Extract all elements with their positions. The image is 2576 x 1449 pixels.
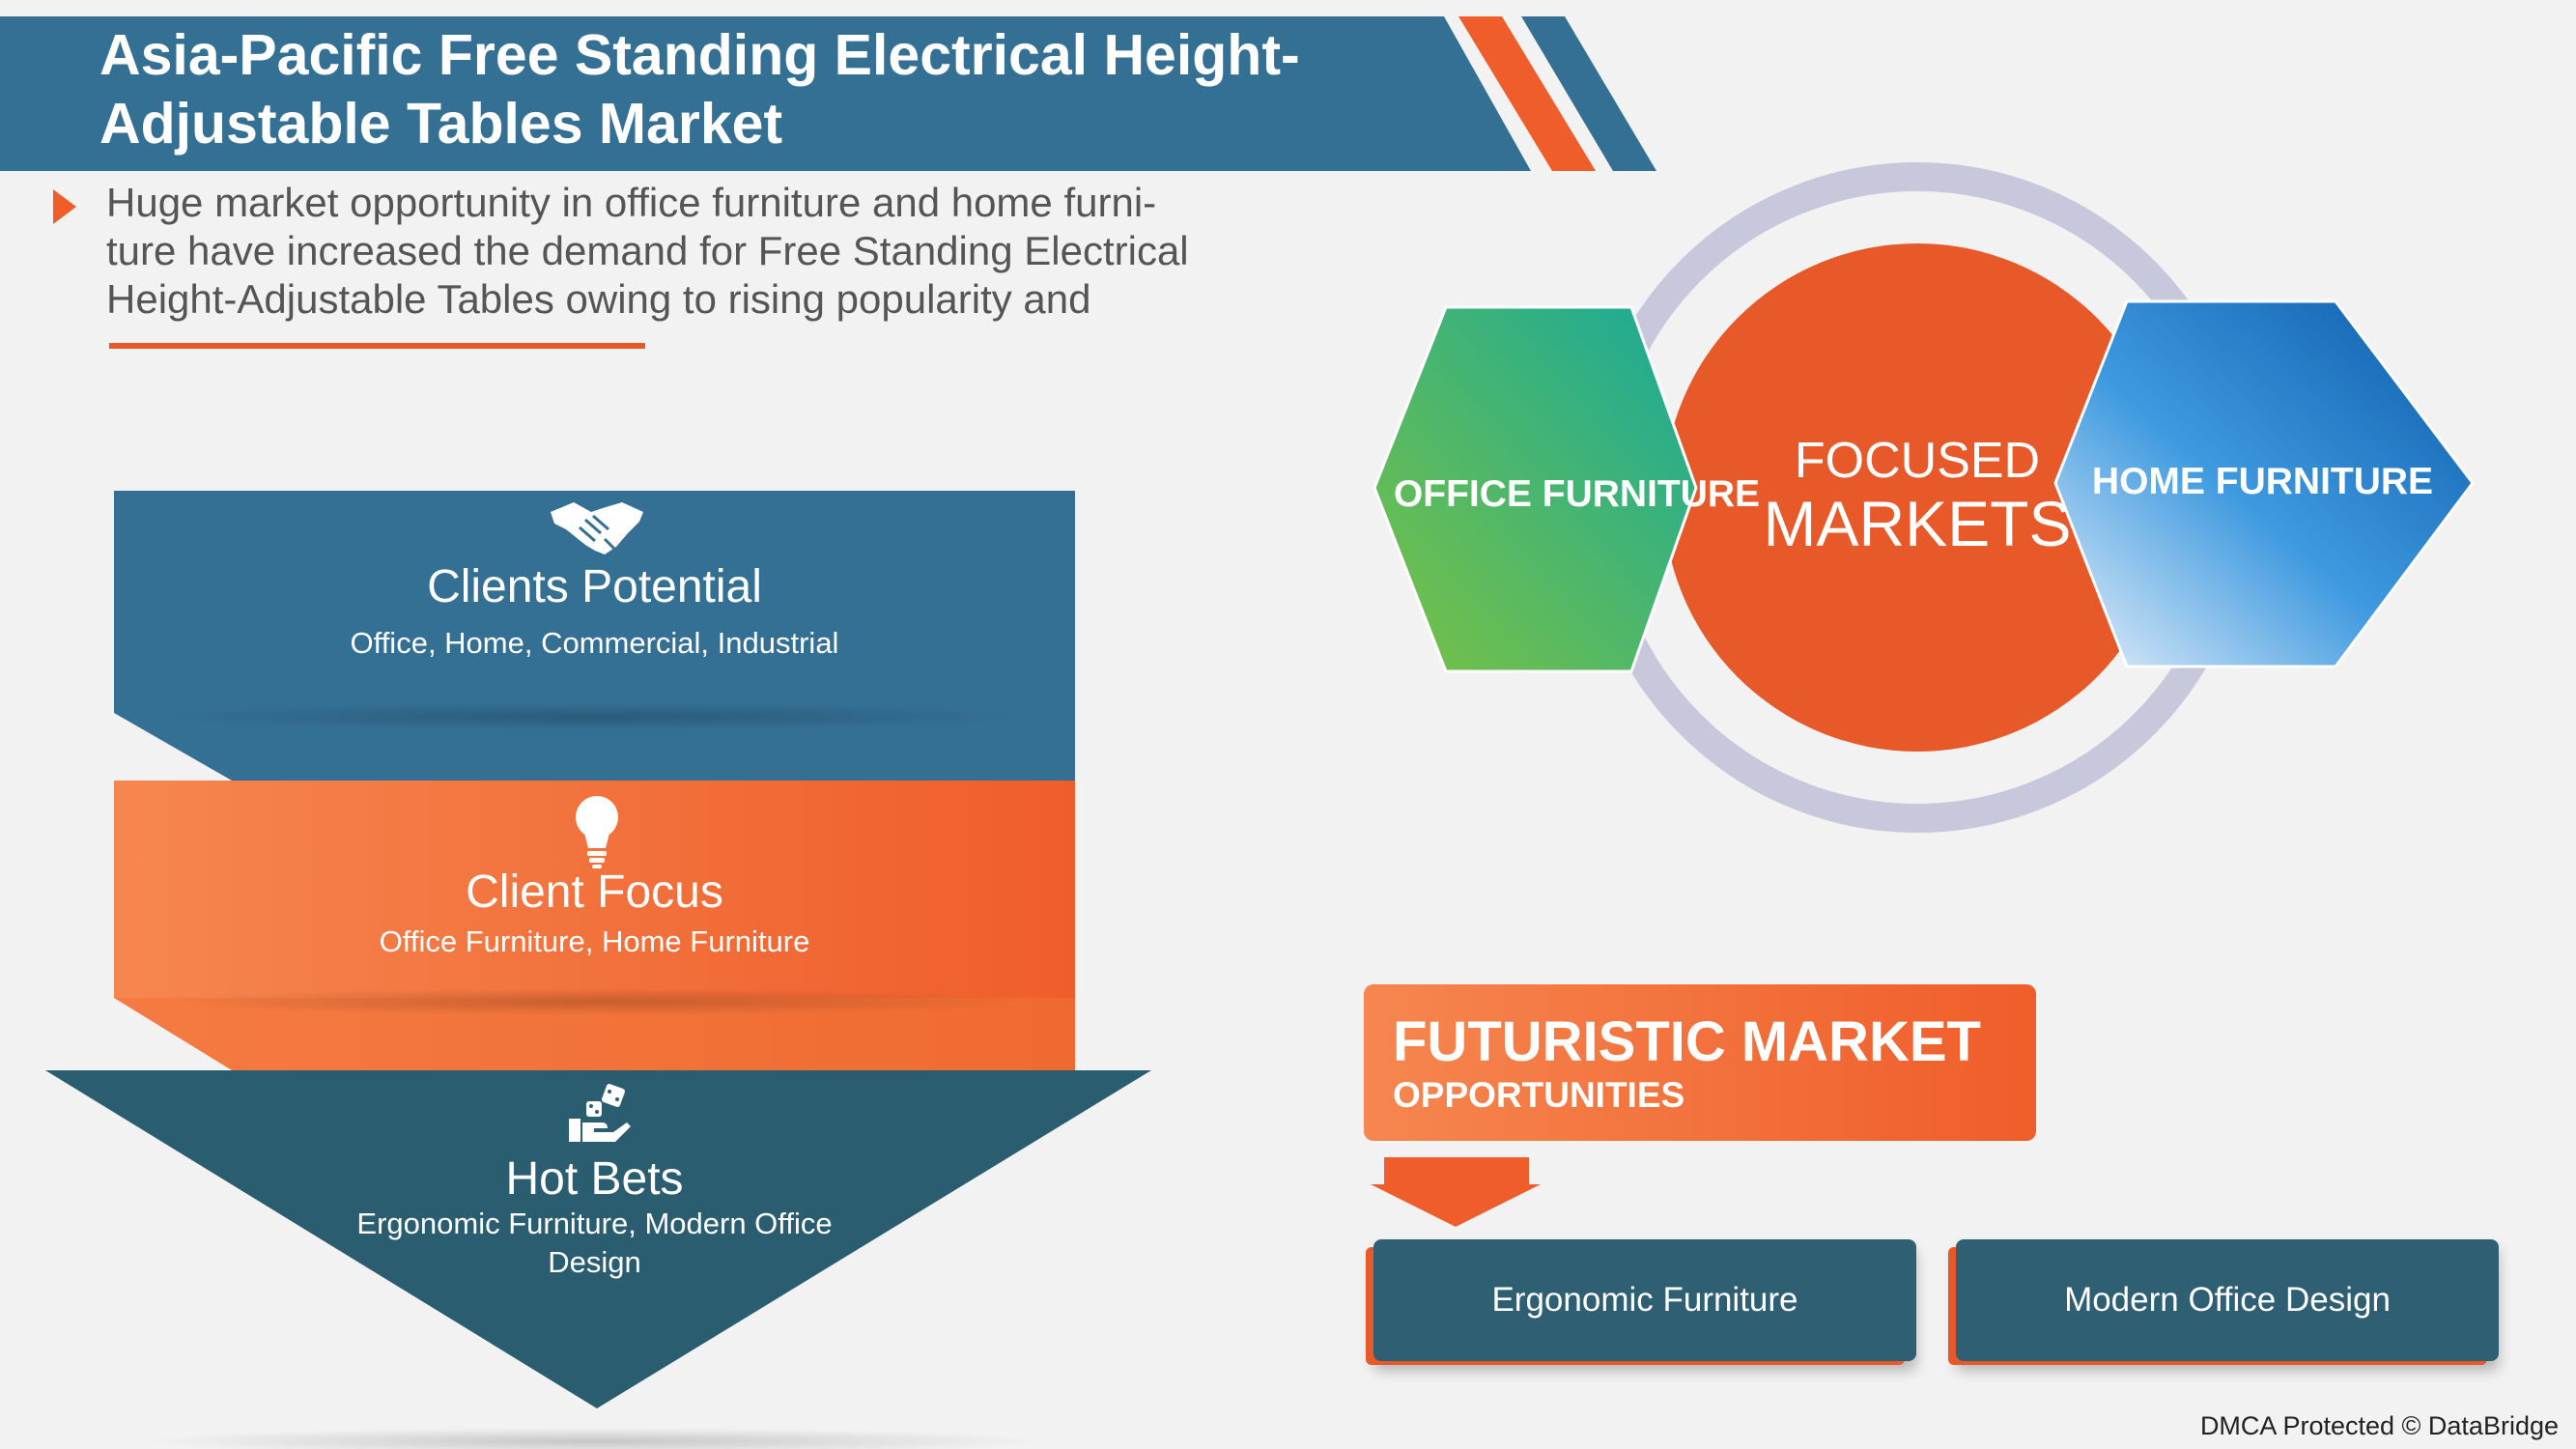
level-1-subtitle: Office, Home, Commercial, Industrial xyxy=(350,626,839,660)
funnel-level-3 xyxy=(45,1070,1151,1408)
level-2-title: Client Focus xyxy=(466,867,723,918)
level-2-subtitle: Office Furniture, Home Furniture xyxy=(379,924,810,958)
futuristic-subtitle: OPPORTUNITIES xyxy=(1393,1075,1685,1115)
title-banner xyxy=(0,16,1656,171)
home-furniture-label: HOME FURNITURE xyxy=(2091,461,2434,502)
level-1-title: Clients Potential xyxy=(427,561,762,612)
level-3-subtitle: Ergonomic Furniture, Modern Office Desig… xyxy=(356,1207,833,1279)
dmca-notice: DMCA Protected © DataBridge xyxy=(2199,1411,2559,1440)
intro-underline xyxy=(109,343,645,349)
center-circle xyxy=(1663,243,2171,752)
opportunity-modern-office-design: Modern Office Design xyxy=(1956,1239,2499,1361)
level-3-title: Hot Bets xyxy=(505,1153,684,1205)
opportunity-ergonomic-furniture: Ergonomic Furniture xyxy=(1373,1239,1916,1361)
intro-paragraph: Huge market opportunity in office furnit… xyxy=(106,180,1189,322)
down-arrow-icon xyxy=(1371,1157,1541,1227)
lightbulb-icon xyxy=(576,796,618,868)
funnel-fold-1 xyxy=(114,713,1075,781)
bullet-arrow-icon xyxy=(53,189,76,224)
funnel-fold-2 xyxy=(114,998,1075,1070)
focused-label: FOCUSED xyxy=(1794,433,2041,489)
home-furniture-hex xyxy=(2053,299,2475,668)
futuristic-title: FUTURISTIC MARKET xyxy=(1393,1010,1981,1073)
page-title: Asia-Pacific Free Standing Electrical He… xyxy=(99,23,1300,156)
focused-markets-diagram xyxy=(1373,162,2475,833)
markets-label: MARKETS xyxy=(1763,488,2072,559)
handshake-icon xyxy=(551,502,643,554)
office-furniture-label: OFFICE FURNITURE xyxy=(1393,473,1761,515)
futuristic-header-box xyxy=(1364,984,2036,1141)
office-furniture-hex xyxy=(1373,305,1698,673)
hand-dice-icon xyxy=(569,1084,631,1142)
